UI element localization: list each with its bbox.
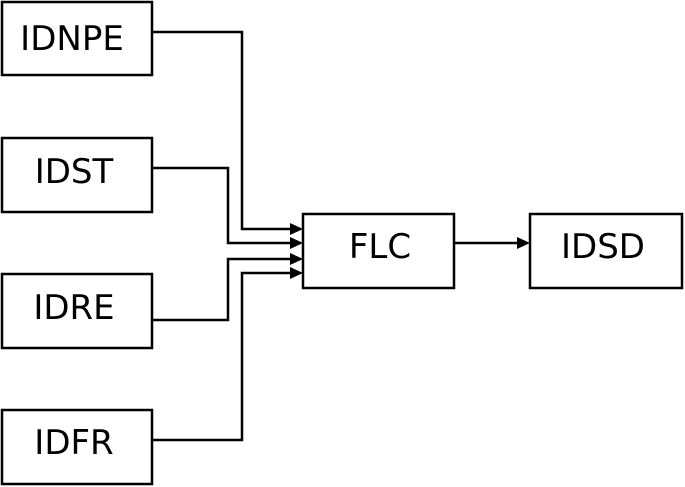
edge-idnpe-flc [152,30,292,231]
arrowheads [290,223,530,279]
edge-idre-flc [152,257,292,322]
node-idst-label: IDST [35,152,114,192]
node-idnpe: IDNPE [0,0,154,77]
node-idst-box [0,136,154,214]
node-idfr-label: IDFR [34,423,113,463]
node-idfr: IDFR [0,408,154,486]
edge-idst-flc [152,166,292,245]
node-flc: FLC [301,212,456,290]
node-idre-box [0,272,154,350]
node-idfr-box [0,408,154,486]
edges [152,30,518,442]
node-idsd-label: IDSD [561,227,645,267]
node-flc-label: FLC [349,227,411,267]
arrowhead-flc-idsd [517,237,530,249]
node-idnpe-label: IDNPE [20,19,124,59]
node-idre: IDRE [0,272,154,350]
node-flc-box [301,212,456,290]
node-idsd: IDSD [528,212,684,290]
node-idnpe-box [0,0,154,77]
arrowhead-idfr-flc [290,267,303,279]
node-idst: IDST [0,136,154,214]
arrowhead-idnpe-flc [290,223,303,235]
arrowhead-idst-flc [290,237,303,249]
arrowhead-idre-flc [290,253,303,265]
node-idre-label: IDRE [33,288,114,328]
edge-idfr-flc [152,271,292,442]
node-idsd-box [528,212,684,290]
